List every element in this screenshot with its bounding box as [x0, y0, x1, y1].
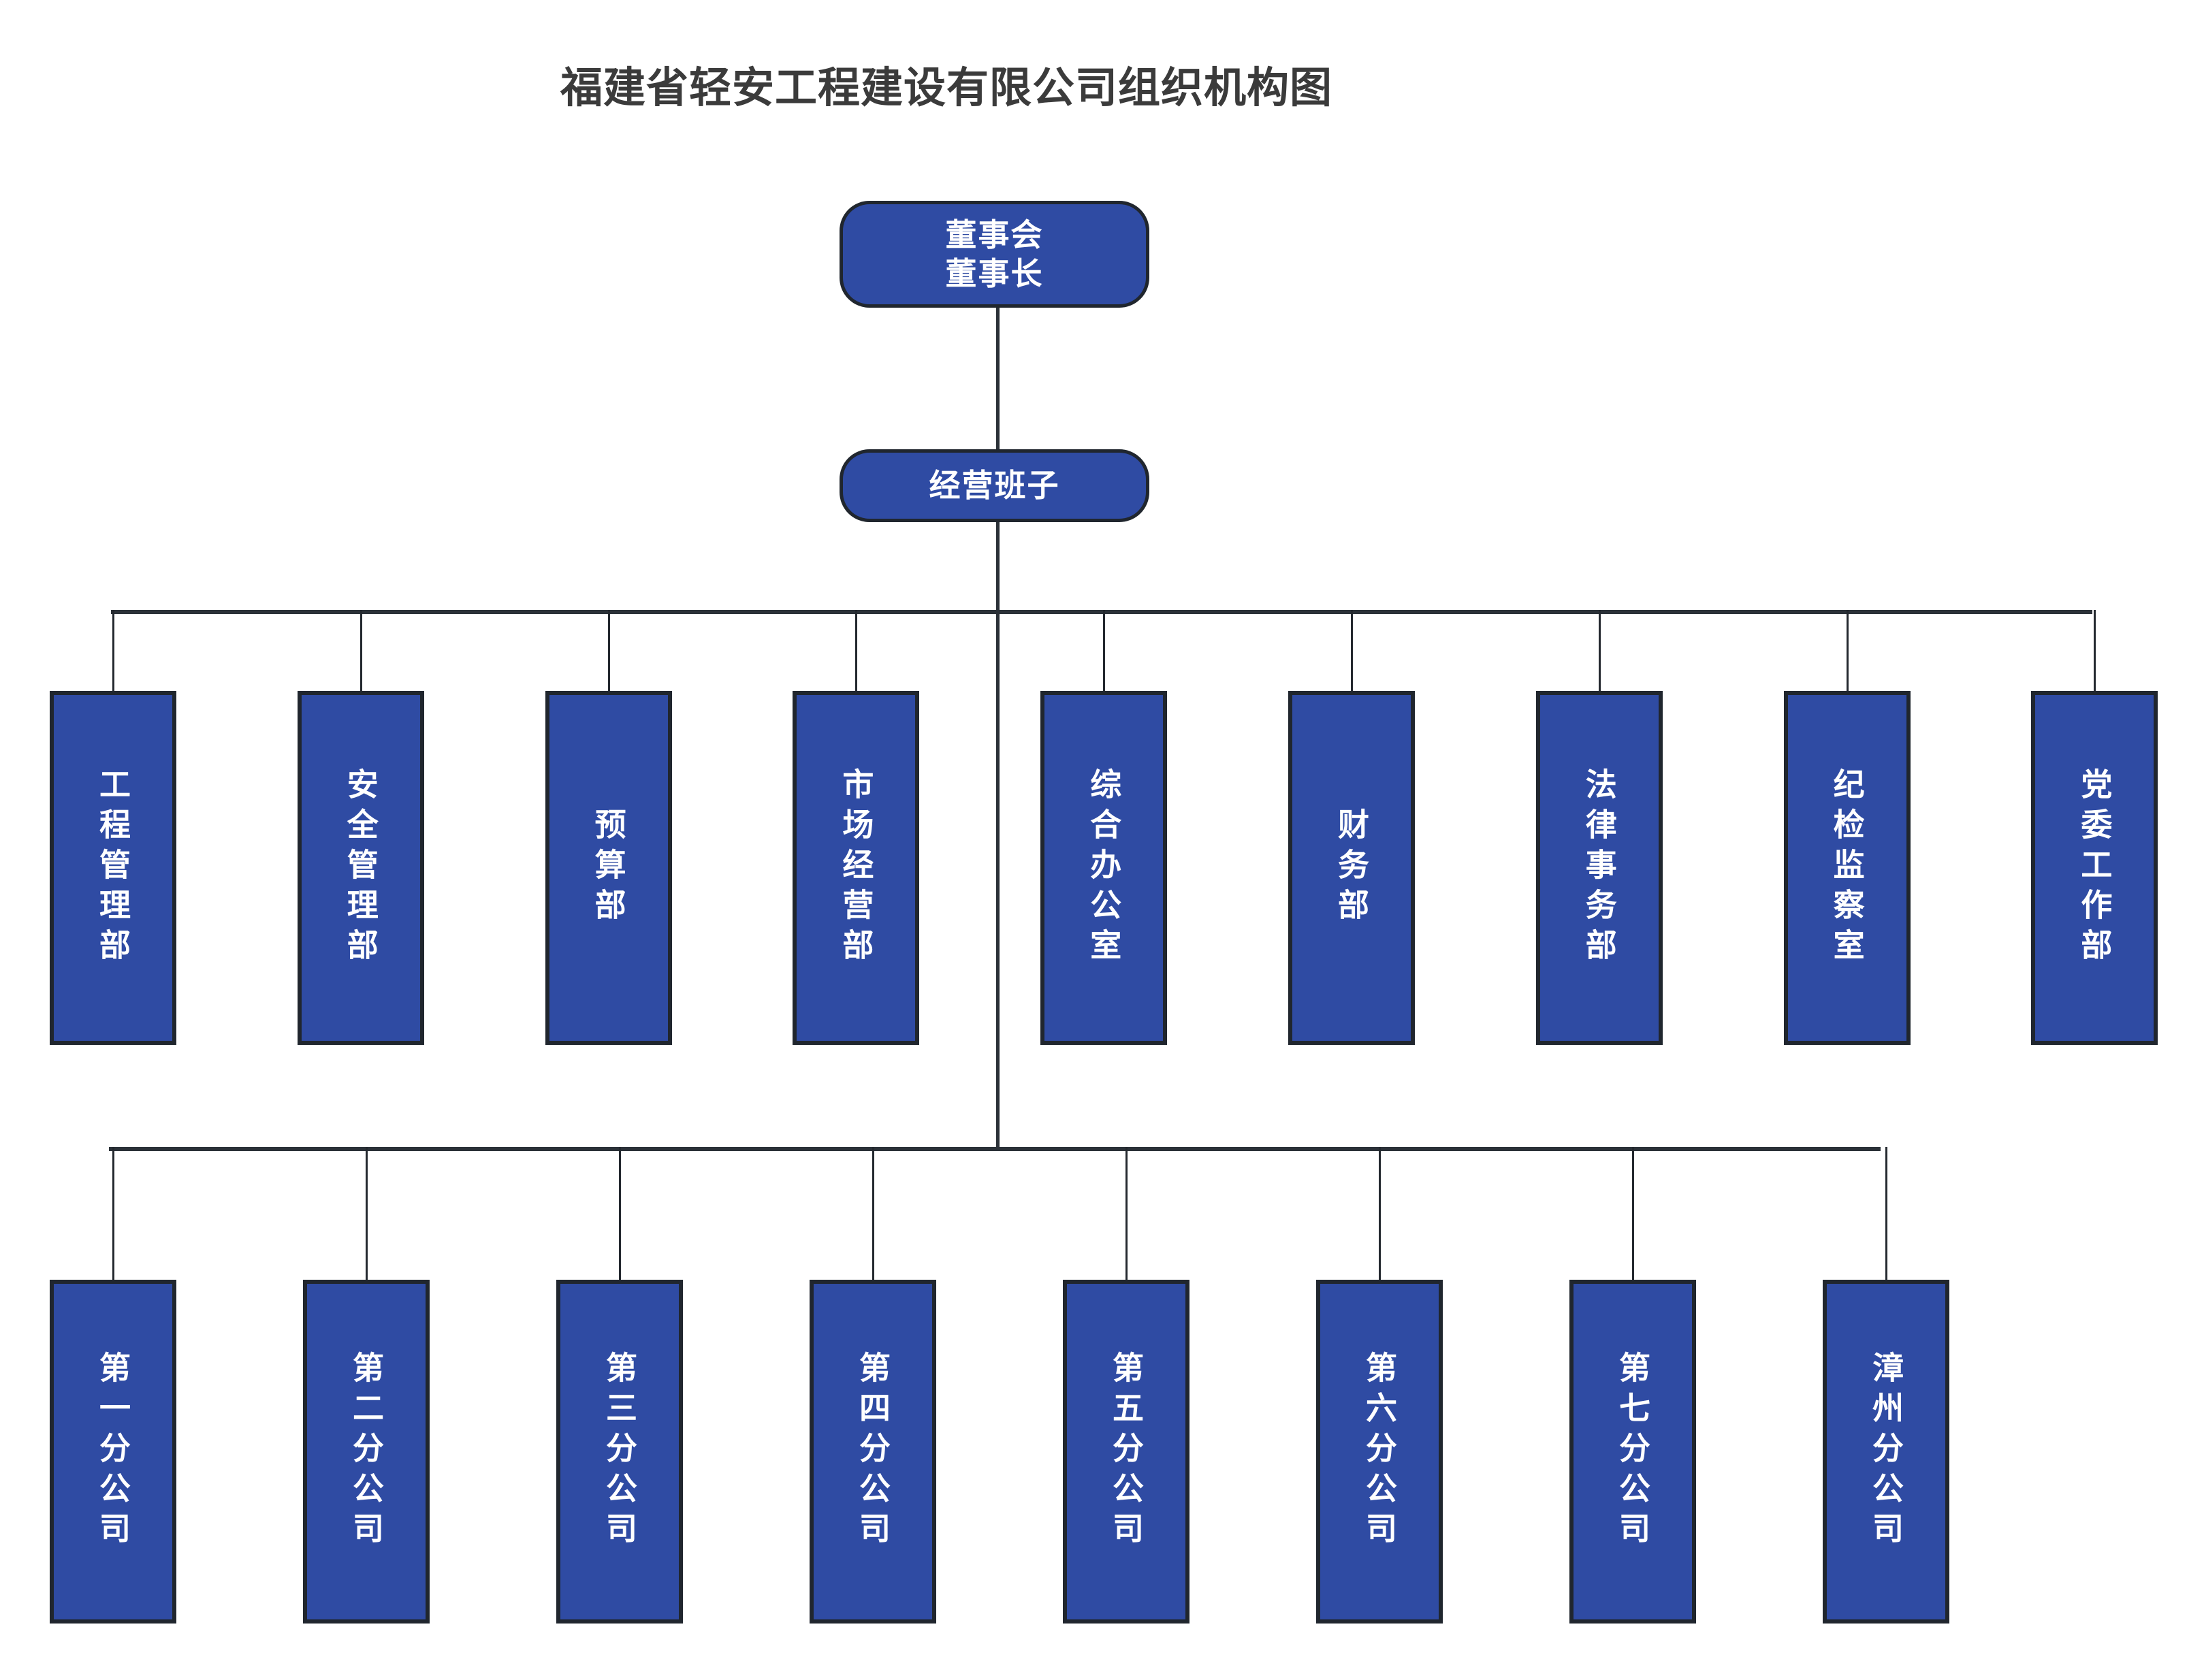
node-branch-label: 第四分公司 [855, 1351, 891, 1552]
connector-drop [112, 1147, 114, 1280]
connector-bus-branches [109, 1147, 1881, 1151]
node-branch-1[interactable]: 第一分公司 [50, 1280, 176, 1624]
node-branch-6[interactable]: 第六分公司 [1316, 1280, 1443, 1624]
node-board-chairman-label: 董事会 董事长 [945, 217, 1044, 291]
node-department-8[interactable]: 纪检监察室 [1783, 691, 1911, 1045]
connector-drop [360, 610, 362, 691]
connector-root-to-management [996, 308, 1000, 449]
node-department-label: 安全管理部 [342, 767, 379, 969]
connector-management-trunk [996, 522, 1000, 1147]
node-branch-label: 第一分公司 [95, 1351, 131, 1552]
connector-drop [607, 610, 610, 691]
connector-drop [1632, 1147, 1634, 1280]
connector-drop [1125, 1147, 1128, 1280]
node-branch-2[interactable]: 第二分公司 [303, 1280, 430, 1624]
node-branch-label: 第五分公司 [1108, 1351, 1144, 1552]
connector-drop [1379, 1147, 1381, 1280]
node-department-label: 法律事务部 [1581, 767, 1617, 969]
node-branch-3[interactable]: 第三分公司 [556, 1280, 683, 1624]
node-branch-label: 第二分公司 [349, 1351, 384, 1552]
connector-drop [1885, 1147, 1887, 1280]
node-department-1[interactable]: 工程管理部 [50, 691, 176, 1045]
node-management-team[interactable]: 经营班子 [840, 449, 1149, 522]
node-branch-4[interactable]: 第四分公司 [810, 1280, 936, 1624]
node-department-5[interactable]: 综合办公室 [1040, 691, 1168, 1045]
node-branch-label: 第三分公司 [602, 1351, 637, 1552]
node-department-2[interactable]: 安全管理部 [297, 691, 424, 1045]
connector-drop [366, 1147, 368, 1280]
node-branch-8[interactable]: 漳州分公司 [1823, 1280, 1949, 1624]
connector-drop [1351, 610, 1353, 691]
connector-drop [619, 1147, 621, 1280]
node-department-label: 党委工作部 [2077, 767, 2113, 969]
connector-drop [1598, 610, 1601, 691]
node-department-3[interactable]: 预算部 [545, 691, 672, 1045]
connector-drop [1103, 610, 1106, 691]
node-department-label: 预算部 [590, 807, 626, 928]
node-department-label: 工程管理部 [95, 767, 131, 969]
node-branch-5[interactable]: 第五分公司 [1063, 1280, 1189, 1624]
node-management-team-label: 经营班子 [929, 468, 1060, 504]
node-department-4[interactable]: 市场经营部 [793, 691, 920, 1045]
node-department-6[interactable]: 财务部 [1288, 691, 1415, 1045]
connector-drop [872, 1147, 874, 1280]
node-branch-label: 第七分公司 [1615, 1351, 1650, 1552]
node-department-label: 纪检监察室 [1829, 767, 1865, 969]
node-board-chairman[interactable]: 董事会 董事长 [840, 201, 1149, 308]
node-department-7[interactable]: 法律事务部 [1535, 691, 1663, 1045]
node-branch-7[interactable]: 第七分公司 [1569, 1280, 1696, 1624]
node-branch-label: 第六分公司 [1362, 1351, 1397, 1552]
connector-drop [112, 610, 114, 691]
node-branch-label: 漳州分公司 [1868, 1351, 1904, 1552]
connector-drop [1846, 610, 1849, 691]
connector-bus-departments [111, 610, 2092, 614]
node-department-label: 市场经营部 [838, 767, 874, 969]
node-department-9[interactable]: 党委工作部 [2031, 691, 2158, 1045]
node-department-label: 综合办公室 [1086, 767, 1122, 969]
connector-drop [855, 610, 858, 691]
connector-drop [2094, 610, 2096, 691]
node-department-label: 财务部 [1334, 807, 1369, 928]
page-title: 福建省轻安工程建设有限公司组织机构图 [560, 65, 1332, 112]
